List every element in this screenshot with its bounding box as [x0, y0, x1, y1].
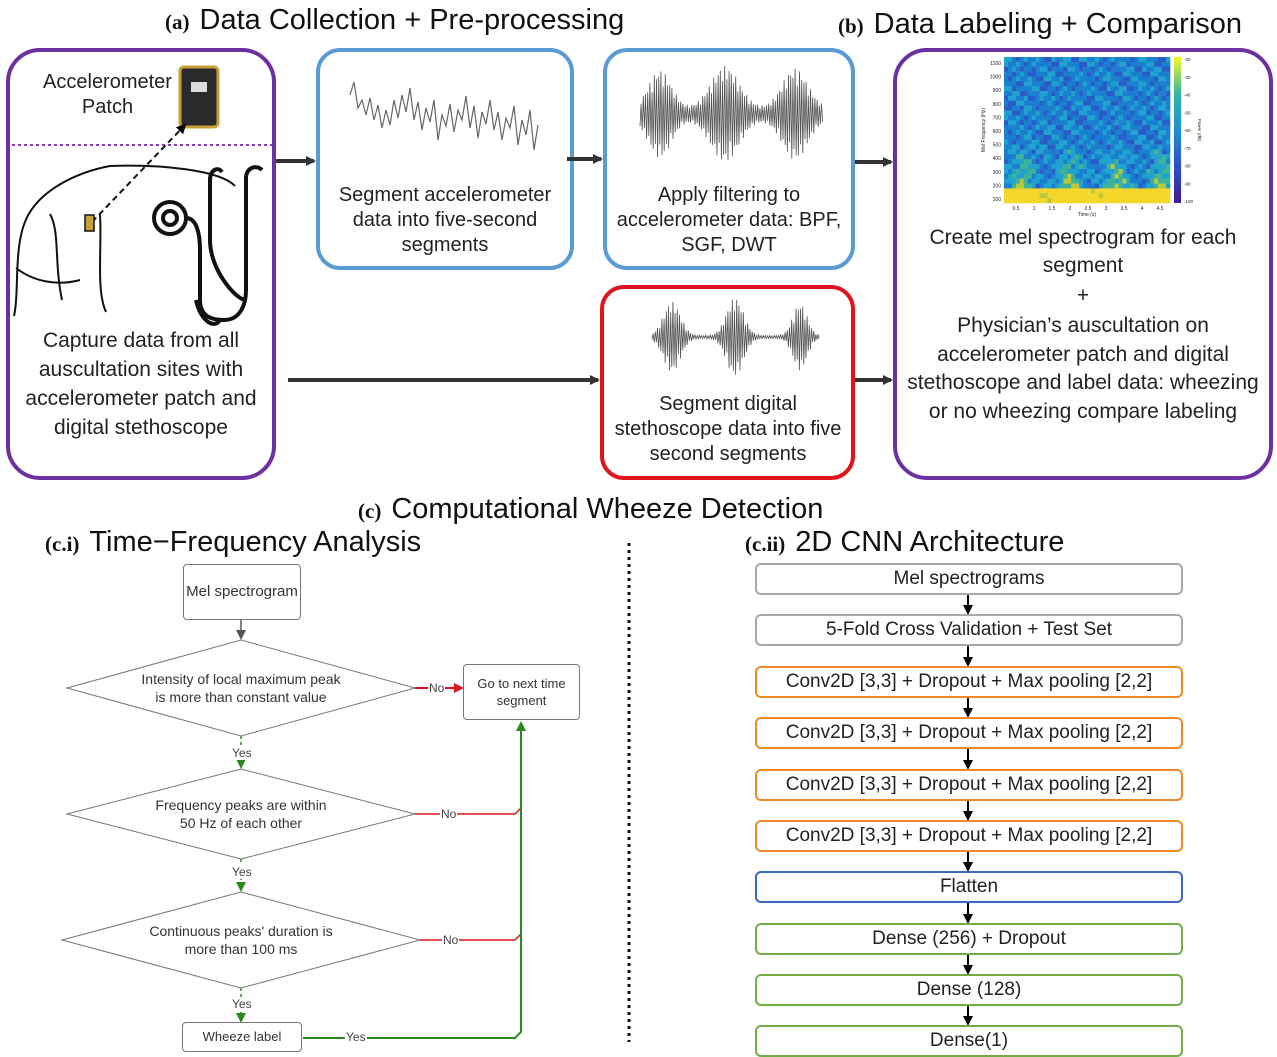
spectro-ytick: 800 — [993, 102, 1002, 108]
segment-steth-text: Segment digital stethoscope data into fi… — [614, 393, 842, 465]
spectro-ytick: 300 — [993, 170, 1002, 176]
edge-no-3: No — [442, 933, 460, 947]
flow-wheeze-label-box: Wheeze label — [182, 1022, 302, 1052]
spectro-xtick: 1 — [1033, 206, 1036, 212]
spectro-ytick: 1100 — [990, 61, 1001, 67]
cnn-layer-1: Mel spectrograms — [755, 563, 1183, 595]
header-cii-label: (c.ii) — [745, 532, 786, 556]
decision-intensity-text: Intensity of local maximum peak is more … — [141, 671, 341, 705]
header-ci-title: Time−Frequency Analysis — [89, 526, 422, 558]
filtered-signal-icon — [639, 65, 823, 161]
header-ci: (c.i) Time−Frequency Analysis — [45, 526, 421, 559]
cnn-layer-9: Dense (128) — [755, 974, 1183, 1006]
accelerometer-patch-icon — [178, 65, 220, 129]
header-a-label: (a) — [165, 10, 190, 34]
spectro-ytick: 100 — [993, 197, 1002, 203]
cnn-layer-5: Conv2D [3,3] + Dropout + Max pooling [2,… — [755, 769, 1183, 801]
flow-next-segment-box: Go to next time segment — [463, 664, 580, 720]
filtering-text: Apply filtering to accelerometer data: B… — [616, 184, 842, 256]
labeling-line2: Physician’s auscultation on acceleromete… — [907, 314, 1259, 423]
cnn-layer-8: Dense (256) + Dropout — [755, 923, 1183, 955]
spectro-cbar-tick: -50 — [1184, 110, 1191, 115]
cnn-layer-10: Dense(1) — [755, 1025, 1183, 1057]
spectro-ytick: 600 — [993, 129, 1002, 135]
edge-yes-final: Yes — [345, 1030, 367, 1044]
spectro-ytick: 1000 — [990, 75, 1001, 81]
flow-start-box: Mel spectrogram — [183, 564, 301, 620]
spectro-ytick: 400 — [993, 156, 1002, 162]
filtering-box — [603, 48, 855, 270]
spectro-cbar-tick: -30 — [1184, 75, 1191, 80]
spectro-xtick: 0.5 — [1013, 206, 1020, 212]
mel-spectrogram-image: 1100 1000 900 800 700 600 500 400 300 200 100 0.5 1 1… — [981, 57, 1202, 218]
edge-yes-1: Yes — [231, 746, 253, 760]
stethoscope-icon — [152, 165, 264, 326]
header-c-title: Computational Wheeze Detection — [391, 493, 824, 525]
cnn-layer-3: Conv2D [3,3] + Dropout + Max pooling [2,… — [755, 666, 1183, 698]
patient-torso-icon — [13, 164, 236, 317]
spectro-ytick: 500 — [993, 143, 1002, 149]
stethoscope-signal-icon — [651, 299, 820, 375]
edge-yes-2: Yes — [231, 865, 253, 879]
patch-label: Accelerometer Patch — [43, 71, 172, 118]
spectro-xlabel: Time (s) — [1078, 212, 1096, 218]
spectro-xtick: 2 — [1069, 206, 1072, 212]
cnn-layer-6: Conv2D [3,3] + Dropout + Max pooling [2,… — [755, 820, 1183, 852]
capture-box — [6, 48, 276, 480]
accelerometer-signal-icon — [349, 81, 539, 151]
spectro-cbar-tick: -40 — [1184, 93, 1191, 98]
spectro-cbar-tick: -90 — [1184, 181, 1191, 186]
spectro-cbar-tick: -80 — [1184, 164, 1191, 169]
header-c-label: (c) — [358, 499, 382, 523]
labeling-line1: Create mel spectrogram for each segment — [929, 226, 1237, 277]
cnn-layer-4: Conv2D [3,3] + Dropout + Max pooling [2,… — [755, 717, 1183, 749]
edge-no-1: No — [428, 681, 446, 695]
spectro-cbar-label: Power (dB) — [1197, 119, 1202, 142]
header-c: (c) Computational Wheeze Detection — [358, 493, 823, 526]
spectro-ytick: 700 — [993, 115, 1002, 121]
capture-text: Capture data from all auscultation sites… — [25, 329, 257, 439]
edge-yes-3: Yes — [231, 997, 253, 1011]
header-a: (a) Data Collection + Pre-processing — [165, 4, 624, 37]
flow-start-text: Mel spectrogram — [186, 583, 298, 600]
decision-duration-text: Continuous peaks' duration is more than … — [149, 923, 333, 957]
spectro-cbar-tick: -60 — [1184, 128, 1191, 133]
spectro-xtick: 4.5 — [1157, 206, 1164, 212]
header-cii-title: 2D CNN Architecture — [795, 526, 1065, 558]
spectro-xtick: 3.5 — [1121, 206, 1128, 212]
patch-pointer-arrow — [91, 123, 187, 223]
flow-next-segment-text: Go to next time segment — [477, 676, 566, 708]
spectro-cbar-tick: -70 — [1184, 146, 1191, 151]
segment-accel-text: Segment accelerometer data into five-sec… — [338, 184, 552, 256]
header-b: (b) Data Labeling + Comparison — [838, 8, 1242, 41]
header-cii: (c.ii) 2D CNN Architecture — [745, 526, 1064, 559]
header-b-title: Data Labeling + Comparison — [873, 8, 1243, 40]
spectro-ytick: 200 — [993, 183, 1002, 189]
header-ci-label: (c.i) — [45, 532, 80, 556]
labeling-plus: + — [1076, 284, 1090, 307]
spectro-xtick: 2.5 — [1085, 206, 1092, 212]
spectro-xtick: 4 — [1141, 206, 1144, 212]
cnn-layer-7: Flatten — [755, 871, 1183, 903]
cnn-layer-2: 5-Fold Cross Validation + Test Set — [755, 614, 1183, 646]
edge-no-2: No — [440, 807, 458, 821]
spectro-xtick: 1.5 — [1049, 206, 1056, 212]
spectro-xtick: 3 — [1105, 206, 1108, 212]
spectro-cbar-tick: -100 — [1184, 199, 1194, 204]
spectro-cbar-tick: -20 — [1184, 57, 1191, 62]
decision-frequency-text: Frequency peaks are within 50 Hz of each… — [155, 797, 327, 831]
flow-wheeze-label-text: Wheeze label — [202, 1029, 282, 1044]
spectro-ytick: 900 — [993, 88, 1002, 94]
spectro-ylabel: Mel Frequency (Hz) — [981, 108, 987, 152]
header-a-title: Data Collection + Pre-processing — [199, 4, 625, 36]
header-b-label: (b) — [838, 14, 864, 38]
